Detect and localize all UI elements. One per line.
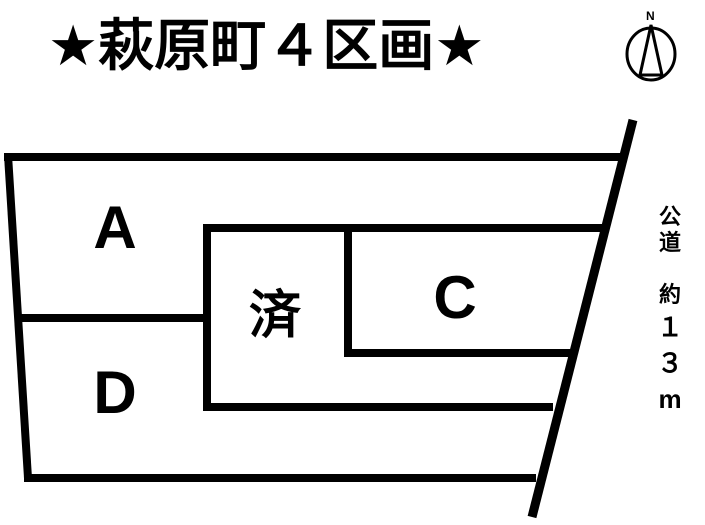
page-title: ★萩原町４区画★ bbox=[48, 14, 485, 79]
north-arrow-icon bbox=[625, 24, 677, 82]
compass: N bbox=[622, 10, 682, 90]
boundary-west bbox=[4, 154, 32, 479]
road-width-unit: m bbox=[658, 384, 682, 414]
road-type-char-2: 道 bbox=[658, 231, 681, 256]
road-type-char-1: 公 bbox=[658, 205, 681, 230]
lot-d-label: D bbox=[93, 359, 137, 426]
lot-sold-label: 済 bbox=[248, 286, 301, 346]
road-approx: 約 bbox=[658, 283, 681, 308]
road-frontage bbox=[527, 118, 638, 519]
road-width-value: １３ bbox=[656, 312, 683, 378]
north-label: N bbox=[646, 9, 655, 23]
lot-a-label: A bbox=[93, 194, 137, 261]
lot-c-label: C bbox=[433, 264, 477, 331]
road-annotation: 公 道 約 １３ m bbox=[645, 205, 695, 417]
